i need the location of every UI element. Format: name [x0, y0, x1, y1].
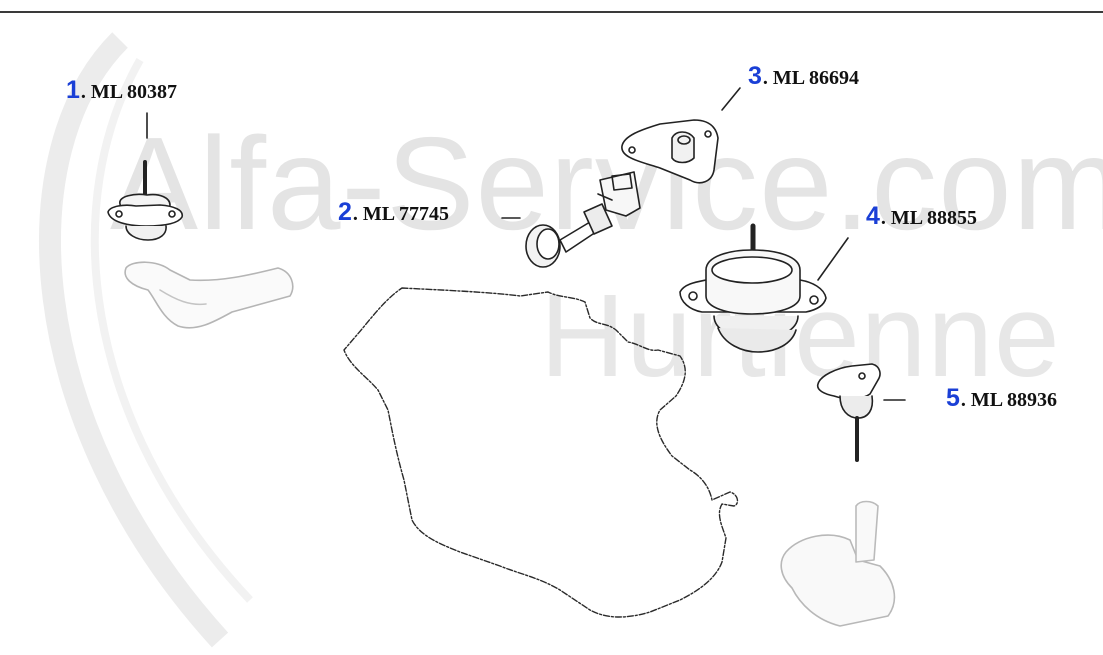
part-4-code: . ML 88855	[880, 207, 978, 229]
part-1-bracket	[124, 261, 294, 329]
part-5-number: 5	[946, 384, 960, 412]
callout-part-3: 3. ML 86694	[748, 62, 859, 91]
leader-line-3	[721, 87, 741, 111]
part-1-mount	[107, 160, 184, 241]
part-3-code: . ML 86694	[762, 67, 860, 89]
part-2-torque-rod	[525, 171, 641, 268]
part-2-number: 2	[338, 198, 352, 226]
leader-line-4	[817, 237, 849, 281]
part-5-code: . ML 88936	[960, 389, 1058, 411]
top-border-line	[0, 11, 1103, 13]
callout-part-4: 4. ML 88855	[866, 202, 977, 231]
part-3-plate-mount	[621, 119, 719, 184]
callout-part-5: 5. ML 88936	[946, 384, 1057, 413]
bracket-lower-right	[780, 534, 896, 627]
part-1-code: . ML 80387	[80, 81, 178, 103]
part-4-hydro-mount	[679, 223, 827, 353]
part-3-number: 3	[748, 62, 762, 90]
watermark-swoosh	[39, 32, 229, 648]
bracket-lower-right-arm	[855, 500, 879, 563]
part-2-code: . ML 77745	[352, 203, 450, 225]
part-4-number: 4	[866, 202, 880, 230]
part-5-small-mount	[816, 363, 881, 462]
watermark-swoosh-inner	[90, 58, 253, 603]
part-1-number: 1	[66, 76, 80, 104]
callout-part-2: 2. ML 77745	[338, 198, 449, 227]
callout-part-1: 1. ML 80387	[66, 76, 177, 105]
gearbox-outline	[343, 287, 739, 618]
